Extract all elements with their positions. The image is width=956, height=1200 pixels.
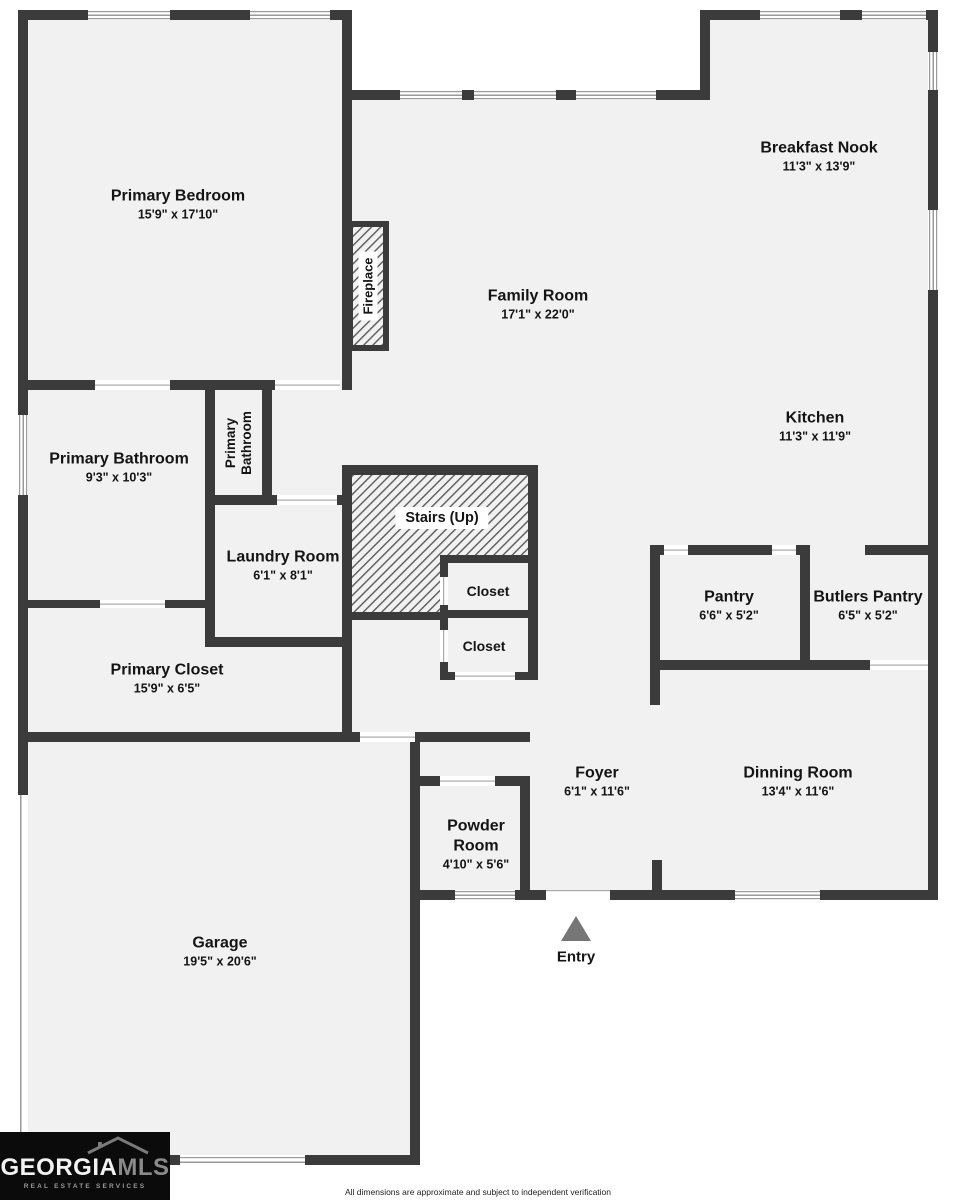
room-dims: 17'1" x 22'0": [501, 307, 575, 322]
room-label-garage: Garage 19'5" x 20'6": [183, 934, 256, 971]
room-label-primary-bedroom: Primary Bedroom 15'9" x 17'10": [111, 187, 245, 224]
room-label-family-room: Family Room 17'1" x 22'0": [488, 287, 588, 324]
room-label-breakfast-nook: Breakfast Nook 11'3" x 13'9": [760, 139, 877, 176]
room-name: Laundry Room: [226, 548, 340, 566]
room-label-foyer: Foyer 6'1" x 11'6": [564, 764, 630, 801]
fireplace-label: Fireplace: [358, 251, 378, 321]
room-name: Primary Closet: [110, 661, 224, 679]
room-name: Butlers Pantry: [813, 588, 923, 606]
room-name: Dinning Room: [743, 764, 853, 782]
floor-area: [18, 10, 938, 1165]
room-name: Breakfast Nook: [760, 139, 878, 157]
closet-label: Closet: [462, 638, 506, 654]
logo-brand: GEORGIAMLS: [0, 1156, 170, 1180]
disclaimer-text: All dimensions are approximate and subje…: [344, 1187, 612, 1197]
doors-group: [95, 380, 928, 900]
stairs-label: Stairs (Up): [395, 507, 489, 529]
room-label-dinning-room: Dinning Room 13'4" x 11'6": [743, 764, 852, 801]
room-name: Kitchen: [785, 409, 845, 427]
walls-group: [18, 10, 938, 1165]
room-dims: 6'5" x 5'2": [838, 608, 898, 623]
logo-text-georgia: GEORGIA: [0, 1154, 118, 1181]
entry-label: Entry: [556, 948, 596, 966]
room-label-powder-room: Powder Room 4'10" x 5'6": [432, 817, 520, 874]
room-dims: 11'3" x 13'9": [782, 159, 856, 174]
room-label-pantry: Pantry 6'6" x 5'2": [699, 588, 759, 625]
georgia-mls-logo: GEORGIAMLS REAL ESTATE SERVICES: [0, 1132, 170, 1200]
room-label-primary-bathroom: Primary Bathroom 9'3" x 10'3": [49, 450, 189, 487]
logo-tagline: REAL ESTATE SERVICES: [23, 1183, 147, 1190]
room-label-kitchen: Kitchen 11'3" x 11'9": [779, 409, 851, 446]
logo-text-mls: MLS: [117, 1154, 170, 1181]
room-dims: 19'5" x 20'6": [183, 954, 257, 969]
room-dims: 13'4" x 11'6": [761, 784, 835, 799]
room-dims: 6'1" x 11'6": [564, 784, 630, 799]
room-name: Primary Bathroom: [49, 450, 189, 468]
room-name: Foyer: [575, 764, 619, 782]
room-name: Family Room: [487, 287, 589, 305]
closet-label: Closet: [466, 583, 510, 599]
room-dims: 6'6" x 5'2": [699, 608, 759, 623]
room-dims: 15'9" x 6'5": [133, 681, 201, 696]
room-dims: 6'1" x 8'1": [253, 568, 313, 583]
room-name: Primary Bedroom: [110, 187, 246, 205]
room-name: Pantry: [704, 588, 754, 606]
room-name: Powder Room: [447, 817, 505, 855]
room-label-primary-closet: Primary Closet 15'9" x 6'5": [111, 661, 224, 698]
wc-label: Primary Bathroom: [223, 411, 254, 475]
room-dims: 11'3" x 11'9": [778, 429, 852, 444]
room-name: Garage: [192, 934, 248, 952]
roof-icon: [87, 1136, 149, 1155]
entry-arrow-icon: [561, 916, 591, 941]
room-dims: 9'3" x 10'3": [85, 470, 153, 485]
room-dims: 4'10" x 5'6": [442, 857, 510, 872]
room-label-butlers-pantry: Butlers Pantry 6'5" x 5'2": [813, 588, 922, 625]
room-dims: 15'9" x 17'10": [137, 207, 219, 222]
room-label-laundry-room: Laundry Room 6'1" x 8'1": [227, 548, 340, 585]
windows-group: [18, 10, 938, 1165]
